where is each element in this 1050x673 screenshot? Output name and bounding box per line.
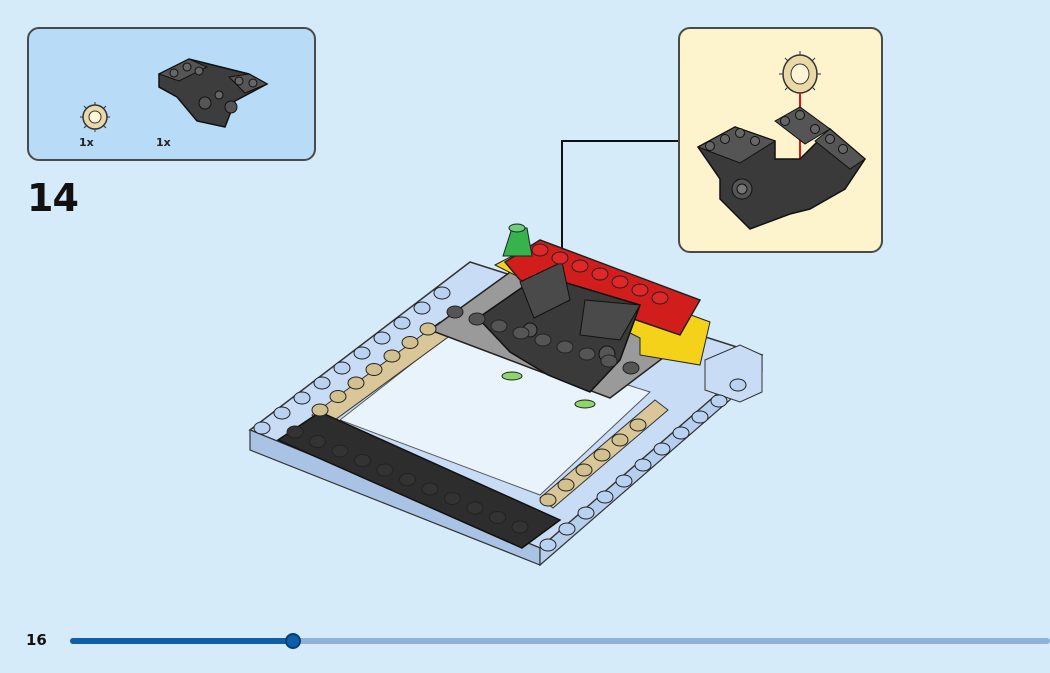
base-stud [273,406,291,420]
black-stud [331,444,349,458]
tan-stud [575,463,593,477]
base-stud [558,522,576,536]
base-stud [615,474,633,488]
gray-stud [622,361,640,375]
bracket-count: 1x [156,136,171,149]
base-stud [710,394,728,408]
step-number: 14 [27,176,79,220]
black-stud [376,463,394,477]
page-number: 16 [26,631,47,649]
sub-assembly-callout [678,27,883,253]
tan-stud [347,376,365,390]
tan-stud [419,322,437,336]
black-stud [489,511,506,524]
gray-stud [600,354,618,368]
tan-stud [383,349,401,363]
tan-stud [593,448,611,462]
parts-illustration [80,58,269,132]
corner-brick [704,344,763,403]
tan-stud [629,418,647,432]
black-stud [309,435,326,448]
tan-stud [539,493,557,507]
base-stud [634,458,652,472]
base-stud [729,378,747,392]
black-stud [286,425,304,439]
progress-bar [70,633,1050,649]
tan-stud [611,433,629,447]
bracket-part-icon [157,58,269,128]
green-stud-left [501,371,523,381]
callout-illustration [696,51,866,230]
gray-plate-rear [428,264,702,399]
progress-knob [285,633,302,649]
tan-plate-left [311,321,456,426]
base-stud [293,391,311,405]
red-stud [631,283,649,297]
gray-stud [468,312,486,326]
tan-stud [329,390,347,403]
red-bricks [503,239,702,336]
callout-bracket-icon [696,106,866,230]
base-stud [433,286,451,300]
tan-stud [311,403,329,417]
base-stud [333,361,351,375]
base-stud [672,426,690,440]
red-stud [571,259,589,273]
bracket-assembled [476,261,641,393]
yellow-plate [493,251,711,366]
gear-count: 1x [79,136,94,149]
base-stud [253,421,271,435]
parts-list-box: 1x 1x [27,27,316,161]
black-stud [511,520,529,534]
base-stud [413,301,431,315]
gray-stud [556,340,574,354]
base-plate [248,261,764,567]
callout-arrowhead [554,252,570,268]
base-stud [653,442,671,456]
progress-fill [70,638,294,644]
gear-part-icon [80,102,110,132]
gray-stud [446,305,464,319]
base-stud [596,490,614,504]
black-plate-front [276,411,562,549]
green-cone [502,223,533,257]
black-stud [421,482,439,496]
tan-stud [401,336,419,349]
red-stud [591,267,609,281]
base-stud [373,331,391,345]
base-stud [393,316,411,330]
gray-stud [490,319,508,333]
black-stud [399,473,416,486]
base-stud [313,376,331,390]
black-stud [466,501,484,515]
green-stud-right [574,399,596,409]
gray-stud [512,326,530,340]
base-stud [577,506,595,520]
gray-stud [534,333,552,347]
base-stud [353,346,371,360]
callout-gear-icon [779,51,821,97]
red-stud [551,251,569,265]
base-stud [539,538,557,552]
black-stud [354,454,371,467]
gray-stud [578,347,596,361]
callout-connector-line [561,140,678,262]
black-stud [444,492,461,505]
tan-stud [365,363,383,376]
red-stud [531,243,549,257]
tan-stud [557,478,575,492]
red-stud [611,275,629,289]
red-stud [651,291,669,305]
tan-plate-right [539,399,669,509]
base-stud [691,410,709,424]
